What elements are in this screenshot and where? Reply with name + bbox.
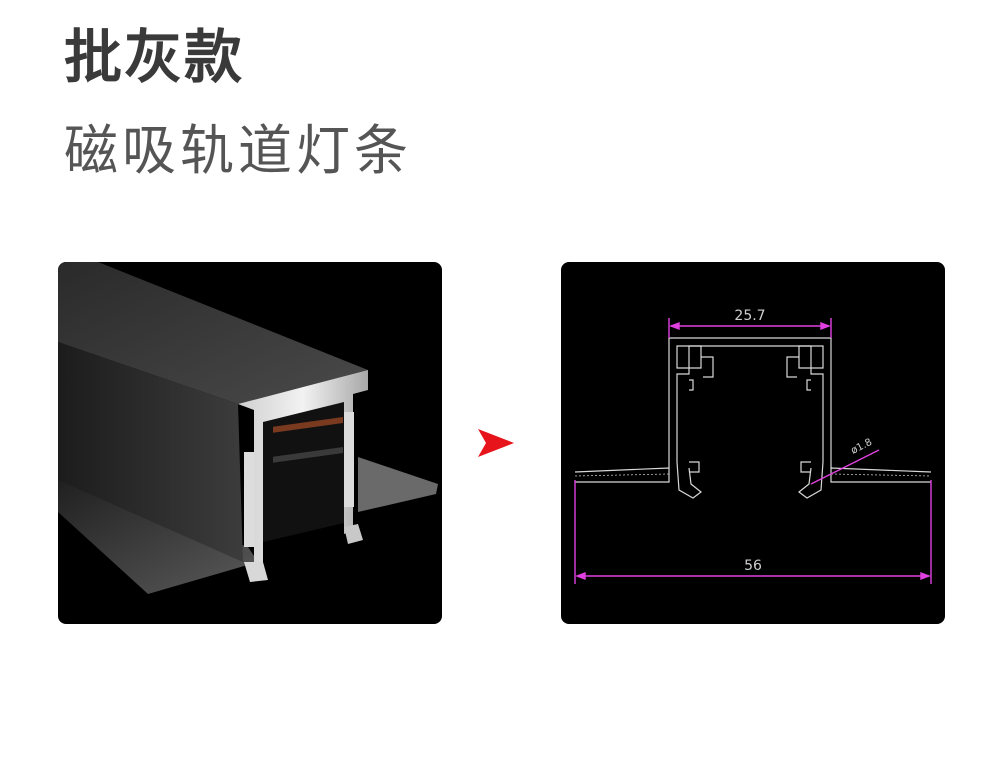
dim-bottom-label: 56 (744, 558, 762, 574)
aluminum-cross-section (238, 370, 368, 567)
right-flange (358, 457, 438, 512)
profile-cross-section-drawing: 25.7 56 ø1.8 (574, 308, 932, 584)
track-side-face (58, 342, 243, 562)
profile-outline (574, 337, 932, 499)
page-subtitle: 磁吸轨道灯条 (64, 119, 412, 182)
serration (574, 473, 932, 477)
left-wall-edge (244, 452, 254, 547)
page-title: 批灰款 (64, 23, 245, 91)
left-flange (58, 480, 258, 594)
right-wall-edge (344, 412, 354, 507)
right-triangle-arrow-icon (478, 429, 514, 457)
technical-drawing: 25.7 56 ø1.8 (561, 262, 945, 624)
product-photo (58, 262, 442, 624)
dimension-lines (574, 318, 932, 584)
track-profile-illustration (58, 262, 438, 594)
track-top-face (58, 262, 368, 404)
right-hook (344, 524, 363, 544)
conductor-3 (273, 446, 343, 463)
left-hook (244, 562, 268, 582)
conductor-2 (273, 416, 343, 433)
dim-top-label: 25.7 (734, 308, 765, 324)
